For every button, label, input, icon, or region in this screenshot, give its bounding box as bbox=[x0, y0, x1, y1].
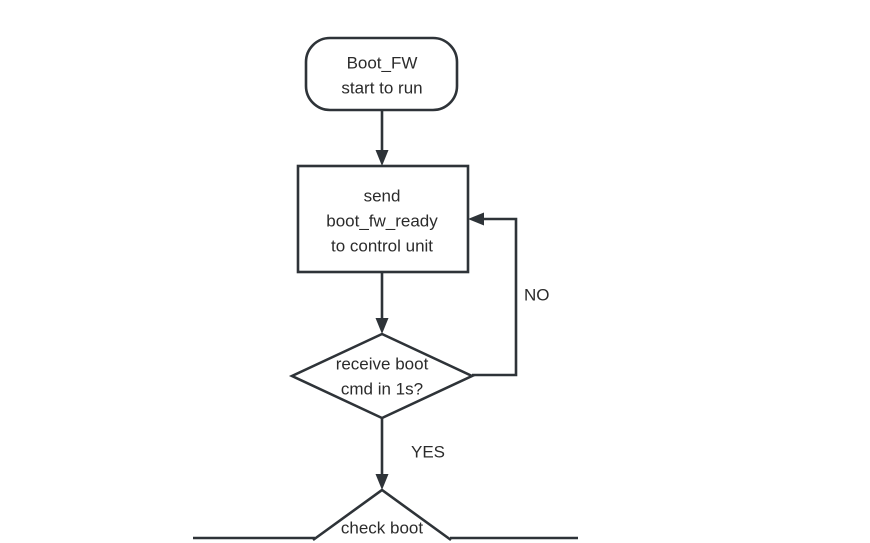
edge-send-to-decision-arrowhead bbox=[375, 318, 389, 334]
send-ready-line1: send bbox=[364, 186, 401, 205]
node-receive-cmd-decision[interactable]: receive boot cmd in 1s? bbox=[288, 332, 476, 420]
receive-cmd-line2: cmd in 1s? bbox=[341, 379, 423, 398]
start-terminator-shape bbox=[304, 36, 459, 112]
receive-cmd-decision-shape bbox=[288, 332, 476, 420]
edge-label-no: NO bbox=[524, 285, 550, 304]
check-boot-line1: check boot bbox=[341, 518, 423, 537]
node-check-boot-decision[interactable]: check boot bbox=[193, 488, 578, 542]
node-start-terminator[interactable]: Boot_FW start to run bbox=[304, 36, 459, 112]
edge-no-loopback-arrowhead bbox=[468, 212, 484, 226]
edge-yes-to-check-boot-arrowhead bbox=[375, 474, 389, 490]
node-send-ready-process[interactable]: send boot_fw_ready to control unit bbox=[296, 164, 470, 274]
start-terminator-line1: Boot_FW bbox=[347, 53, 418, 72]
start-terminator-line2: start to run bbox=[341, 78, 422, 97]
edge-label-yes: YES bbox=[411, 442, 445, 461]
edge-send-to-decision bbox=[375, 272, 389, 334]
receive-cmd-line1: receive boot bbox=[336, 354, 429, 373]
edge-yes-to-check-boot bbox=[375, 418, 389, 490]
edge-no-loopback bbox=[468, 212, 518, 377]
send-ready-line3: to control unit bbox=[331, 236, 433, 255]
edge-start-to-send-arrowhead bbox=[375, 150, 389, 166]
send-ready-line2: boot_fw_ready bbox=[326, 211, 438, 230]
check-boot-decision-shape bbox=[312, 488, 452, 542]
edge-no-loopback-line bbox=[472, 217, 518, 377]
edge-start-to-send bbox=[375, 110, 389, 166]
